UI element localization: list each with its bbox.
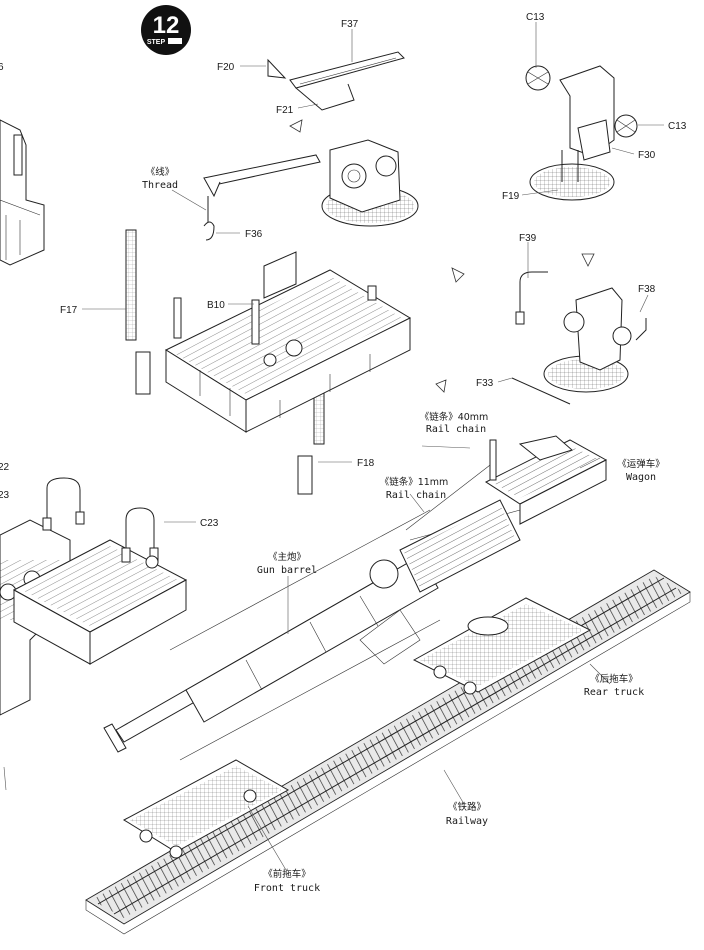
edge-fragment-label: 6 — [0, 62, 4, 73]
caption-wagon-en: Wagon — [626, 472, 656, 483]
part-label-f18: F18 — [357, 458, 375, 469]
part-label-f19: F19 — [502, 191, 520, 202]
part-label-f21: F21 — [276, 105, 294, 116]
crane-boom — [203, 154, 321, 241]
leader-lines — [82, 22, 664, 871]
f37-handle-part — [267, 51, 405, 111]
caption-wagon-cn: 《运弹车》 — [617, 458, 665, 470]
step-badge: 12 STEP — [141, 5, 191, 55]
caption-chain11-en: Rail chain — [386, 490, 446, 501]
f17-tube — [125, 229, 151, 395]
part-label-f30: F30 — [638, 150, 656, 161]
part-label-c13-top: C13 — [526, 12, 545, 23]
main-deck-assembly — [164, 251, 412, 433]
caption-chain40-cn: 《链条》40mm — [420, 411, 489, 423]
captions: 《线》 Thread 《链条》40mm Rail chain 《链条》11mm … — [142, 166, 665, 894]
crane-turret — [321, 139, 419, 227]
part-label-f17: F17 — [60, 305, 78, 316]
part-label-f20: F20 — [217, 62, 235, 73]
caption-barrel-en: Gun barrel — [257, 565, 317, 576]
caption-front-en: Front truck — [254, 883, 320, 894]
c23-deck-assembly — [12, 507, 188, 665]
gun-carriage — [169, 509, 441, 761]
arrow-icon — [581, 253, 595, 267]
part-label-f38: F38 — [638, 284, 656, 295]
caption-front-cn: 《前拖车》 — [263, 868, 311, 880]
caption-thread-cn: 《线》 — [146, 166, 175, 178]
tank-icon — [168, 38, 182, 44]
f38-small-crane — [511, 271, 647, 405]
part-label-f37: F37 — [341, 19, 359, 30]
wagon — [484, 435, 608, 525]
step-number: 12 — [153, 12, 180, 39]
assembly-arrows — [289, 119, 595, 393]
part-label-f39: F39 — [519, 233, 537, 244]
part-label-b10: B10 — [207, 300, 225, 311]
arrow-icon — [289, 119, 303, 133]
caption-railway-cn: 《铁路》 — [448, 801, 486, 813]
caption-rear-en: Rear truck — [584, 687, 644, 698]
part-label-f33: F33 — [476, 378, 494, 389]
rear-truck — [412, 597, 592, 695]
part-label-c13-right: C13 — [668, 121, 687, 132]
part-labels: F37 F20 F21 F36 F17 B10 F18 C13 C13 F30 … — [0, 12, 687, 529]
step-word: STEP — [147, 39, 166, 46]
caption-thread-en: Thread — [142, 180, 178, 191]
c13-crane-column — [525, 65, 638, 201]
caption-barrel-cn: 《主炮》 — [268, 551, 306, 563]
part-label-c23: C23 — [200, 518, 219, 529]
edge-fragment-label: 23 — [0, 490, 10, 501]
caption-railway-en: Railway — [446, 816, 488, 827]
arrow-icon — [451, 267, 465, 283]
part-label-f36: F36 — [245, 229, 263, 240]
caption-chain40-en: Rail chain — [426, 424, 486, 435]
gun-barrel — [103, 539, 457, 753]
left-edge-fragments — [0, 119, 85, 791]
edge-fragment-label: 22 — [0, 462, 10, 473]
front-truck — [122, 759, 290, 859]
caption-rear-cn: 《后拖车》 — [590, 673, 638, 685]
arrow-icon — [435, 379, 447, 393]
caption-chain11-cn: 《链条》11mm — [380, 476, 449, 488]
